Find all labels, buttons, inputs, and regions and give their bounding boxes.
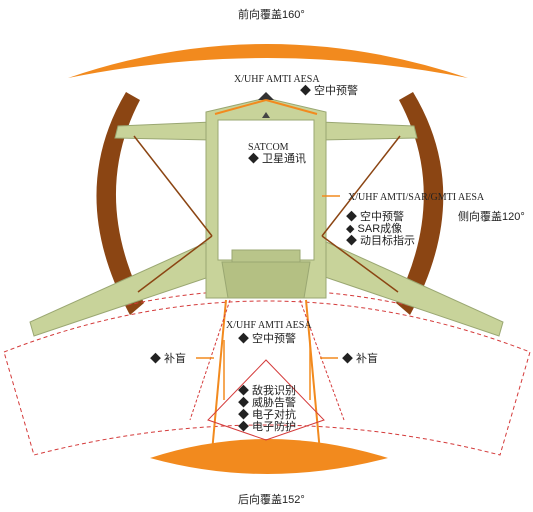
nose-radar-function: ◆ 空中预警 (300, 83, 358, 97)
nose-beam-left (214, 99, 267, 115)
side-radar-function-0: ◆ 空中预警 (346, 209, 404, 223)
fuselage-window (217, 119, 315, 261)
side-radar-name: X/UHF AMTI/SAR/GMTI AESA (348, 192, 485, 203)
front-coverage-label: 前向覆盖160° (238, 7, 305, 21)
rear-red-line-1 (189, 299, 231, 421)
rear-red-line-2 (299, 299, 345, 421)
gap-fill-right-label: ◆ 补盲 (342, 351, 378, 365)
right-coverage-arc (396, 92, 444, 315)
rear-coverage-arc (150, 439, 388, 474)
nose-radar-name: X/UHF AMTI AESA (234, 74, 320, 85)
gap-fill-left-label: ◆ 补盲 (150, 351, 186, 365)
satcom-function: ◆ 卫星通讯 (248, 152, 306, 165)
left-coverage-arc (96, 92, 144, 315)
front-wing-right (319, 121, 418, 141)
satcom-name: SATCOM (248, 142, 289, 153)
ew-function-0: ◆ 敌我识别 (238, 383, 296, 397)
rear-coverage-label: 后向覆盖152° (238, 492, 305, 506)
tail-radar-function: ◆ 空中预警 (238, 331, 296, 345)
tail-section (221, 261, 311, 299)
nose-radar-marker (258, 92, 274, 100)
side-beam-right (321, 135, 401, 237)
rear-beam-left (211, 299, 227, 453)
rear-coverage-fan (3, 300, 531, 456)
side-beam-left (133, 135, 213, 237)
front-coverage-arc (68, 44, 468, 78)
ew-function-2: ◆ 电子对抗 (238, 407, 296, 421)
satcom-antenna (262, 112, 270, 118)
side-radar-function-1: ◆ SAR成像 (346, 222, 402, 235)
rear-red-diamond (207, 359, 325, 441)
front-wing-left (114, 121, 213, 141)
side-beam-left-2 (137, 235, 213, 293)
side-coverage-label: 侧向覆盖120° (458, 209, 525, 223)
rear-wing-right (321, 239, 504, 337)
nose-beam-right (265, 99, 318, 115)
rear-beam-right (305, 299, 321, 453)
tail-radar-name: X/UHF AMTI AESA (226, 320, 312, 331)
side-beam-right-2 (321, 235, 399, 293)
ew-function-3: ◆ 电子防护 (238, 419, 296, 433)
ew-function-1: ◆ 威胁告警 (238, 395, 296, 409)
side-radar-function-2: ◆ 动目标指示 (346, 233, 415, 247)
